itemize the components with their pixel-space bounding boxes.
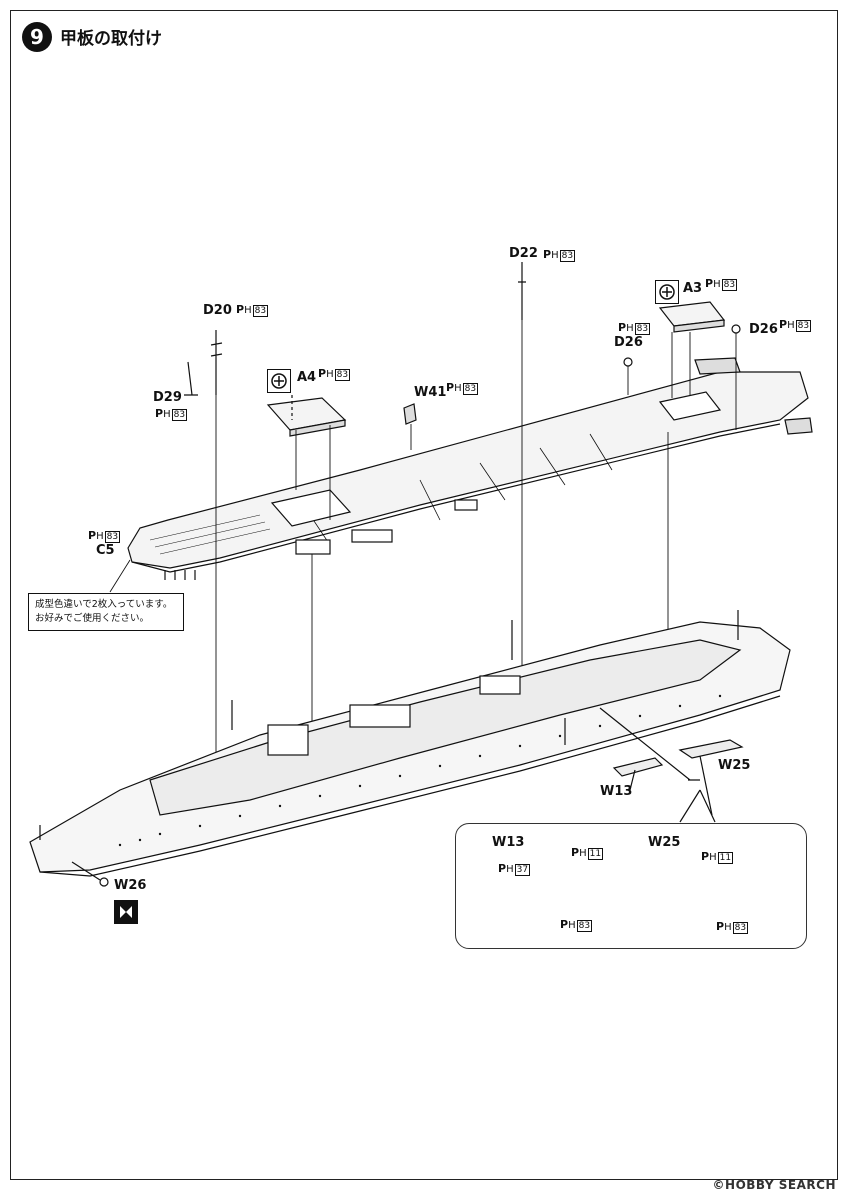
step-number-badge: 9 (22, 22, 52, 52)
paint-symbol-a4 (267, 369, 291, 393)
label-d26: D26 (614, 335, 643, 350)
part-d26 (623, 357, 633, 367)
watermark: ©HOBBY SEARCH (712, 1178, 836, 1192)
label-a3: A3 (683, 281, 703, 296)
label-w26: W26 (114, 878, 147, 893)
paint-symbol-a3 (655, 280, 679, 304)
label-w25: W25 (718, 758, 751, 773)
elevator-opening-a4 (270, 489, 352, 527)
flag-symbol-w26 (114, 900, 138, 924)
note-line-1: 成型色違いで2枚入っています。 (35, 599, 173, 610)
inset-label-w25: W25 (648, 835, 681, 850)
part-d29 (184, 361, 198, 396)
step-title: 甲板の取付け (60, 29, 162, 49)
label-w41: W41 (414, 385, 447, 400)
part-d20 (210, 330, 223, 395)
label-d29: D29 (153, 390, 182, 405)
note-line-2: お好みでご使用ください。 (35, 613, 150, 624)
color-variant-note: 成型色違いで2枚入っています。 お好みでご使用ください。 (28, 593, 184, 631)
label-d20: D20 (203, 303, 232, 318)
label-d26-right: D26 (749, 322, 778, 337)
elevator-opening-a3 (658, 391, 722, 421)
boat-w25 (678, 739, 744, 759)
boat-detail-inset (455, 823, 807, 949)
part-w41 (403, 403, 417, 425)
inset-label-w13: W13 (492, 835, 525, 850)
label-a4: A4 (297, 370, 317, 385)
boat-w13 (612, 757, 664, 777)
part-d22 (518, 262, 526, 320)
part-d26-right (731, 324, 741, 334)
instruction-frame (10, 10, 838, 1180)
label-c5: C5 (96, 543, 115, 558)
label-w13: W13 (600, 784, 633, 799)
flight-deck-side (131, 423, 781, 573)
label-d22: D22 (509, 246, 538, 261)
